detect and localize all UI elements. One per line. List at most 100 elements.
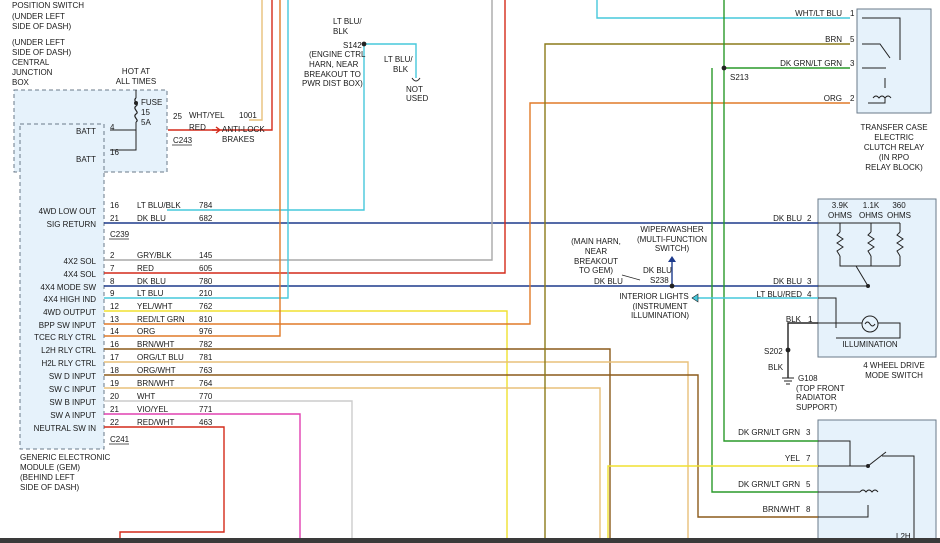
mode-pin1-num: 3: [807, 277, 812, 286]
gem-b9-label: SW D INPUT: [49, 372, 96, 381]
resistor-2: [867, 231, 875, 257]
window-bottom-edge: [0, 538, 940, 543]
tcec-label-line-2: ELECTRIC: [874, 133, 914, 142]
gem-module: [19, 123, 105, 450]
gem-b12-label: SW A INPUT: [50, 411, 96, 420]
gem-b11-label: SW B INPUT: [49, 398, 96, 407]
gem-b13-circuit: 463: [199, 418, 213, 427]
gem-a1-label: SIG RETURN: [47, 220, 97, 229]
gem-b10-wire: BRN/WHT: [137, 379, 174, 388]
l2h-pin1-num: 7: [806, 454, 811, 463]
ground-wire: BLK: [768, 363, 784, 372]
wiper-line-1: WIPER/WASHER: [640, 225, 703, 234]
wire-vio-yel: [104, 413, 301, 543]
s142-note-line-1: (ENGINE CTRL: [309, 50, 366, 59]
ground-g108: S202 BLK G108 (TOP FRONT RADIATOR SUPPOR…: [764, 347, 845, 412]
batt-top-label: BATT: [76, 127, 96, 136]
gem-b7-label: L2H RLY CTRL: [41, 346, 96, 355]
gem-b1-wire: RED: [137, 264, 154, 273]
gem-connector-bottom: C241: [110, 435, 130, 444]
mode-pin1-wire: DK BLU: [773, 277, 802, 286]
res1-value: 1.1K: [863, 201, 880, 210]
mode-pin0-wire: DK BLU: [773, 214, 802, 223]
gem-pin-row: TCEC RLY CTRL 14 ORG 976: [34, 327, 213, 342]
gem-b2-circuit: 780: [199, 277, 213, 286]
gem-b13-wire: RED/WHT: [137, 418, 174, 427]
wire-s142-notused: [364, 43, 417, 78]
l2h-pin0-wire: DK GRN/LT GRN: [738, 428, 800, 437]
wire-ltblu-blk: [167, 44, 365, 211]
tcec-relay-coil: [872, 95, 892, 99]
wire-gry-blk: [104, 0, 493, 261]
gem-a1-pin: 21: [110, 214, 119, 223]
position-switch-label: POSITION SWITCH (UNDER LEFT SIDE OF DASH…: [12, 1, 84, 31]
wire-brn-wht-764: [104, 387, 601, 543]
cjb-connector: C243: [173, 136, 193, 145]
wire-yel-l2h: [607, 465, 818, 543]
gem-a0-label: 4WD LOW OUT: [39, 207, 96, 216]
gem-label-line-1: GENERIC ELECTRONIC: [20, 453, 110, 462]
s238-dot: [669, 283, 675, 289]
tcec-pin0-wire: WHT/LT BLU: [795, 9, 842, 18]
wire-dkgrn-down2: [711, 68, 818, 493]
s142-group: LT BLU/ BLK S142 (ENGINE CTRL HARN, NEAR…: [302, 17, 428, 103]
s213-splice: S213: [730, 73, 749, 82]
gem-a0-wire: LT BLU/BLK: [137, 201, 181, 210]
ground-symbol: [782, 377, 794, 385]
mode-pin2-wire: LT BLU/RED: [757, 290, 803, 299]
gem-b13-label: NEUTRAL SW IN: [34, 424, 97, 433]
hot-line-1: HOT AT: [122, 67, 150, 76]
gem-pins-b: 4X2 SOL 2 GRY/BLK 145 4X4 SOL 7 RED 605 …: [34, 251, 213, 445]
wire-red-top: [168, 0, 273, 131]
gem-b3-circuit: 210: [199, 289, 213, 298]
gem-b8-pin: 17: [110, 353, 119, 362]
l2h-relay-coil: [859, 489, 879, 493]
gem-b1-label: 4X4 SOL: [64, 270, 97, 279]
gem-b0-circuit: 145: [199, 251, 213, 260]
mode-pin2-num: 4: [807, 290, 812, 299]
gem-b1-circuit: 605: [199, 264, 213, 273]
gem-a0-circuit: 784: [199, 201, 213, 210]
gem-b10-circuit: 764: [199, 379, 213, 388]
tcec-label-line-5: RELAY BLOCK): [865, 163, 923, 172]
s202-dot: [785, 347, 791, 353]
wire-org-ltblu: [104, 361, 689, 543]
res0-value: 3.9K: [832, 201, 849, 210]
gem-pin-row: SW D INPUT 18 ORG/WHT 763: [49, 366, 213, 381]
fuse-wire: [110, 90, 137, 151]
wiper-arrow: [668, 256, 676, 262]
wiper-line-2: (MULTI-FUNCTION: [637, 235, 707, 244]
wire-yel-wht: [104, 310, 508, 543]
gem-b11-circuit: 770: [199, 392, 213, 401]
s238-group: (MAIN HARN, NEAR BREAKOUT TO GEM) S238 D…: [571, 237, 675, 289]
abs-arrow: [212, 126, 222, 134]
mode-illum-wire: [818, 322, 901, 339]
cjb-label-line-5: BOX: [12, 78, 30, 87]
res0-unit: OHMS: [828, 211, 852, 220]
gem-b0-label: 4X2 SOL: [64, 257, 97, 266]
tcec-pin0-num: 1: [850, 9, 855, 18]
wire-ltblu-210: [104, 0, 289, 299]
gem-label: GENERIC ELECTRONIC MODULE (GEM) (BEHIND …: [20, 453, 110, 492]
s142-note-line-4: PWR DIST BOX): [302, 79, 363, 88]
resistor-1: [836, 231, 844, 257]
batt-top-pin: 4: [110, 123, 115, 132]
wires: [104, 0, 850, 543]
wire-blk-ground: [787, 322, 818, 378]
s202-splice: S202: [764, 347, 783, 356]
abs-line-1: ANTI-LOCK: [222, 125, 265, 134]
l2h-relay-box: [817, 419, 937, 543]
s142-note-line-3: BREAKOUT TO: [304, 70, 361, 79]
s238-note-line-2: NEAR: [585, 247, 607, 256]
gem-pin-row: SW C INPUT 19 BRN/WHT 764: [49, 379, 213, 394]
gem-b4-label: 4WD OUTPUT: [43, 308, 96, 317]
position-switch-line-1: POSITION SWITCH: [12, 1, 84, 10]
gem-b6-circuit: 976: [199, 327, 213, 336]
gem-a1-circuit: 682: [199, 214, 213, 223]
s142-note-line-2: HARN, NEAR: [309, 60, 359, 69]
abs-line-2: BRAKES: [222, 135, 254, 144]
gem-b6-wire: ORG: [137, 327, 155, 336]
hot-line-2: ALL TIMES: [116, 77, 156, 86]
gem-b0-pin: 2: [110, 251, 115, 260]
